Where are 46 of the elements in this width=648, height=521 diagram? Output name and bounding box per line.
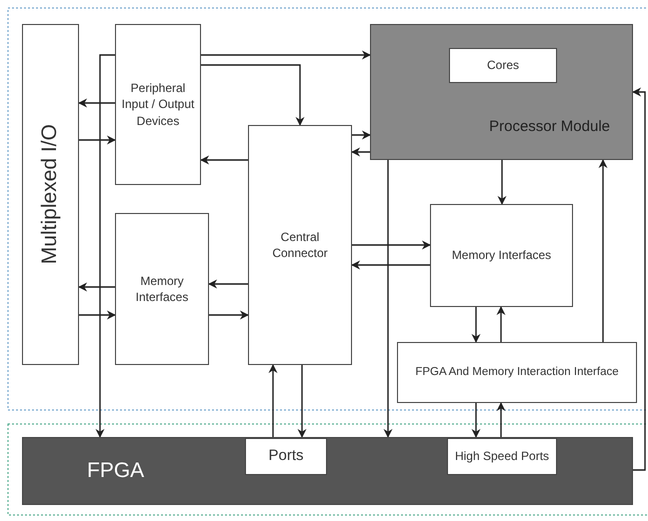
arrow: [498, 160, 506, 205]
process-box: [245, 438, 327, 475]
arrow: [298, 365, 306, 438]
arrow: [472, 403, 480, 438]
process-box: [115, 213, 209, 365]
arrow: [201, 64, 304, 126]
arrow: [268, 364, 278, 437]
process-box: [430, 204, 573, 307]
process-box: [397, 342, 637, 403]
node-label: Processor Module: [488, 116, 611, 137]
arrow: [351, 260, 430, 270]
node-label: Peripheral Input / Output Devices: [120, 80, 196, 129]
arrow: [96, 54, 115, 438]
arrow: [209, 310, 249, 320]
arrow: [201, 50, 371, 60]
process-box: [447, 438, 557, 475]
arrow: [208, 280, 248, 288]
process-box: [22, 24, 79, 365]
node-label: Memory Interfaces: [450, 247, 552, 264]
arrow: [79, 310, 116, 320]
node-label: Memory Interfaces: [134, 272, 190, 306]
arrow: [496, 306, 506, 342]
arrow: [78, 282, 115, 292]
process-box: [115, 24, 201, 185]
arrow: [598, 159, 608, 342]
arrow: [78, 98, 115, 108]
node-label: Cores: [486, 57, 520, 74]
arrow: [351, 148, 370, 156]
arrow: [79, 136, 116, 144]
arrow: [352, 130, 371, 140]
node-label: FPGA And Memory Interaction Interface: [414, 364, 620, 380]
arrow: [472, 307, 480, 343]
process-box: [449, 48, 557, 83]
node-label: FPGA: [86, 458, 146, 484]
module-block: [370, 24, 633, 160]
node-label: Central Connector: [271, 228, 329, 262]
process-box: [248, 125, 352, 365]
node-label: Ports: [267, 446, 304, 466]
fpga-block: [22, 437, 633, 505]
arrow: [632, 88, 646, 471]
arrow: [496, 402, 506, 437]
node-label: Multiplexed I/O: [37, 124, 62, 265]
node-label: High Speed Ports: [454, 448, 550, 465]
arrow: [384, 160, 392, 438]
arrow: [352, 240, 431, 250]
arrow: [200, 156, 248, 164]
